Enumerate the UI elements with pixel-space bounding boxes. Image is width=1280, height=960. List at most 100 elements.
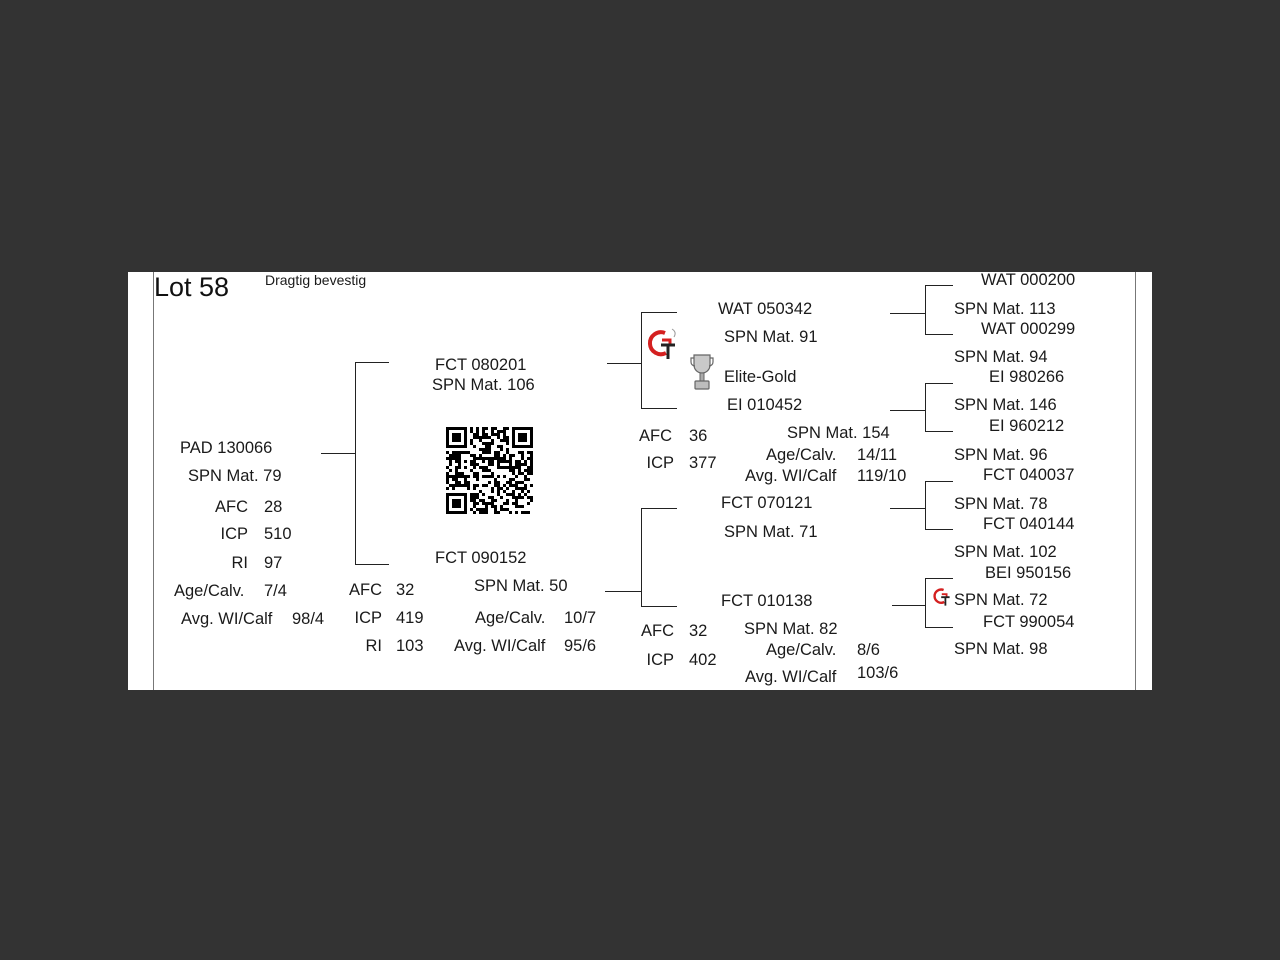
- qr-code-icon: [446, 427, 533, 514]
- sd-afc-label: AFC: [639, 427, 672, 445]
- connector-line: [641, 508, 642, 607]
- gt-logo-icon: [647, 328, 676, 359]
- sd-id: EI 010452: [727, 396, 803, 414]
- pedigree-card: Lot 58 Dragtig bevestig PAD 130066 SPN M…: [128, 272, 1152, 690]
- sd-avgwi-label: Avg. WI/Calf: [745, 467, 837, 485]
- connector-line: [641, 312, 677, 313]
- gg-8-id: FCT 990054: [983, 613, 1075, 631]
- dam-agecalv-label: Age/Calv.: [475, 609, 546, 627]
- lot-title: Lot 58: [154, 272, 230, 302]
- gg-1-id: WAT 000200: [981, 272, 1076, 289]
- sd-avgwi-value: 119/10: [857, 467, 907, 485]
- animal-afc-label: AFC: [215, 498, 248, 516]
- sd-icp-value: 377: [689, 454, 717, 472]
- connector-line: [925, 431, 953, 432]
- dam-ri-value: 103: [396, 637, 424, 655]
- connector-line: [925, 627, 953, 628]
- connector-line: [925, 481, 953, 482]
- ss-spn: SPN Mat. 91: [724, 328, 818, 346]
- connector-line: [641, 606, 677, 607]
- dam-icp-label: ICP: [354, 609, 382, 627]
- gg-4-spn: SPN Mat. 96: [954, 446, 1048, 464]
- connector-line: [925, 285, 926, 335]
- sd-agecalv-value: 14/11: [857, 446, 898, 464]
- animal-agecalv-value: 7/4: [264, 582, 287, 600]
- animal-afc-value: 28: [264, 498, 283, 516]
- gg-7-spn: SPN Mat. 72: [954, 591, 1048, 609]
- connector-line: [641, 408, 677, 409]
- connector-line: [890, 508, 925, 509]
- sd-afc-value: 36: [689, 427, 708, 445]
- animal-agecalv-label: Age/Calv.: [174, 582, 245, 600]
- connector-line: [605, 591, 641, 592]
- sire-spn: SPN Mat. 106: [432, 376, 535, 394]
- dd-icp-value: 402: [689, 651, 717, 669]
- dam-ri-label: RI: [365, 637, 383, 655]
- sd-agecalv-label: Age/Calv.: [766, 446, 837, 464]
- dd-avgwi-value: 103/6: [857, 664, 899, 682]
- connector-line: [925, 383, 926, 432]
- gg-3-spn: SPN Mat. 146: [954, 396, 1057, 414]
- gg-2-spn: SPN Mat. 94: [954, 348, 1048, 366]
- gg-3-id: EI 980266: [989, 368, 1065, 386]
- dam-id: FCT 090152: [435, 549, 527, 567]
- connector-line: [607, 363, 641, 364]
- connector-line: [925, 285, 953, 286]
- connector-line: [641, 312, 642, 409]
- animal-icp-value: 510: [264, 525, 292, 543]
- ds-spn: SPN Mat. 71: [724, 523, 818, 541]
- left-border: [153, 272, 154, 690]
- gg-5-spn: SPN Mat. 78: [954, 495, 1048, 513]
- gg-7-id: BEI 950156: [985, 564, 1072, 582]
- connector-line: [925, 334, 953, 335]
- animal-ri-label: RI: [231, 554, 249, 572]
- dam-afc-label: AFC: [349, 581, 382, 599]
- animal-avgwi-label: Avg. WI/Calf: [181, 610, 273, 628]
- dam-agecalv-value: 10/7: [564, 609, 597, 627]
- connector-line: [925, 383, 953, 384]
- animal-avgwi-value: 98/4: [292, 610, 325, 628]
- connector-line: [925, 529, 953, 530]
- connector-line: [890, 313, 925, 314]
- gg-6-spn: SPN Mat. 102: [954, 543, 1057, 561]
- dam-avgwi-label: Avg. WI/Calf: [454, 637, 546, 655]
- dd-afc-value: 32: [689, 622, 708, 640]
- status-note: Dragtig bevestig: [265, 272, 367, 288]
- gg-2-id: WAT 000299: [981, 320, 1076, 338]
- sd-spn: SPN Mat. 154: [787, 424, 890, 442]
- gg-4-id: EI 960212: [989, 417, 1065, 435]
- gg-6-id: FCT 040144: [983, 515, 1075, 533]
- connector-line: [321, 453, 355, 454]
- dd-agecalv-label: Age/Calv.: [766, 641, 837, 659]
- dd-id: FCT 010138: [721, 592, 813, 610]
- dd-agecalv-value: 8/6: [857, 641, 880, 659]
- dam-spn: SPN Mat. 50: [474, 577, 568, 595]
- animal-id: PAD 130066: [180, 439, 273, 457]
- connector-line: [890, 410, 925, 411]
- connector-line: [355, 564, 389, 565]
- connector-line: [355, 362, 389, 363]
- sd-award: Elite-Gold: [724, 368, 797, 386]
- dam-icp-value: 419: [396, 609, 424, 627]
- dd-icp-label: ICP: [646, 651, 674, 669]
- trophy-icon: [690, 354, 714, 390]
- gg-5-id: FCT 040037: [983, 466, 1075, 484]
- animal-icp-label: ICP: [220, 525, 248, 543]
- connector-line: [925, 578, 953, 579]
- dd-avgwi-label: Avg. WI/Calf: [745, 668, 837, 686]
- gt-logo-icon: [933, 588, 950, 606]
- dam-avgwi-value: 95/6: [564, 637, 597, 655]
- connector-line: [925, 578, 926, 628]
- sd-icp-label: ICP: [646, 454, 674, 472]
- connector-line: [892, 605, 925, 606]
- dd-spn: SPN Mat. 82: [744, 620, 838, 638]
- right-border: [1135, 272, 1136, 690]
- gg-8-spn: SPN Mat. 98: [954, 640, 1048, 658]
- sire-id: FCT 080201: [435, 356, 527, 374]
- dd-afc-label: AFC: [641, 622, 674, 640]
- ds-id: FCT 070121: [721, 494, 813, 512]
- connector-line: [925, 481, 926, 530]
- dam-afc-value: 32: [396, 581, 415, 599]
- gg-1-spn: SPN Mat. 113: [954, 300, 1056, 318]
- ss-id: WAT 050342: [718, 300, 813, 318]
